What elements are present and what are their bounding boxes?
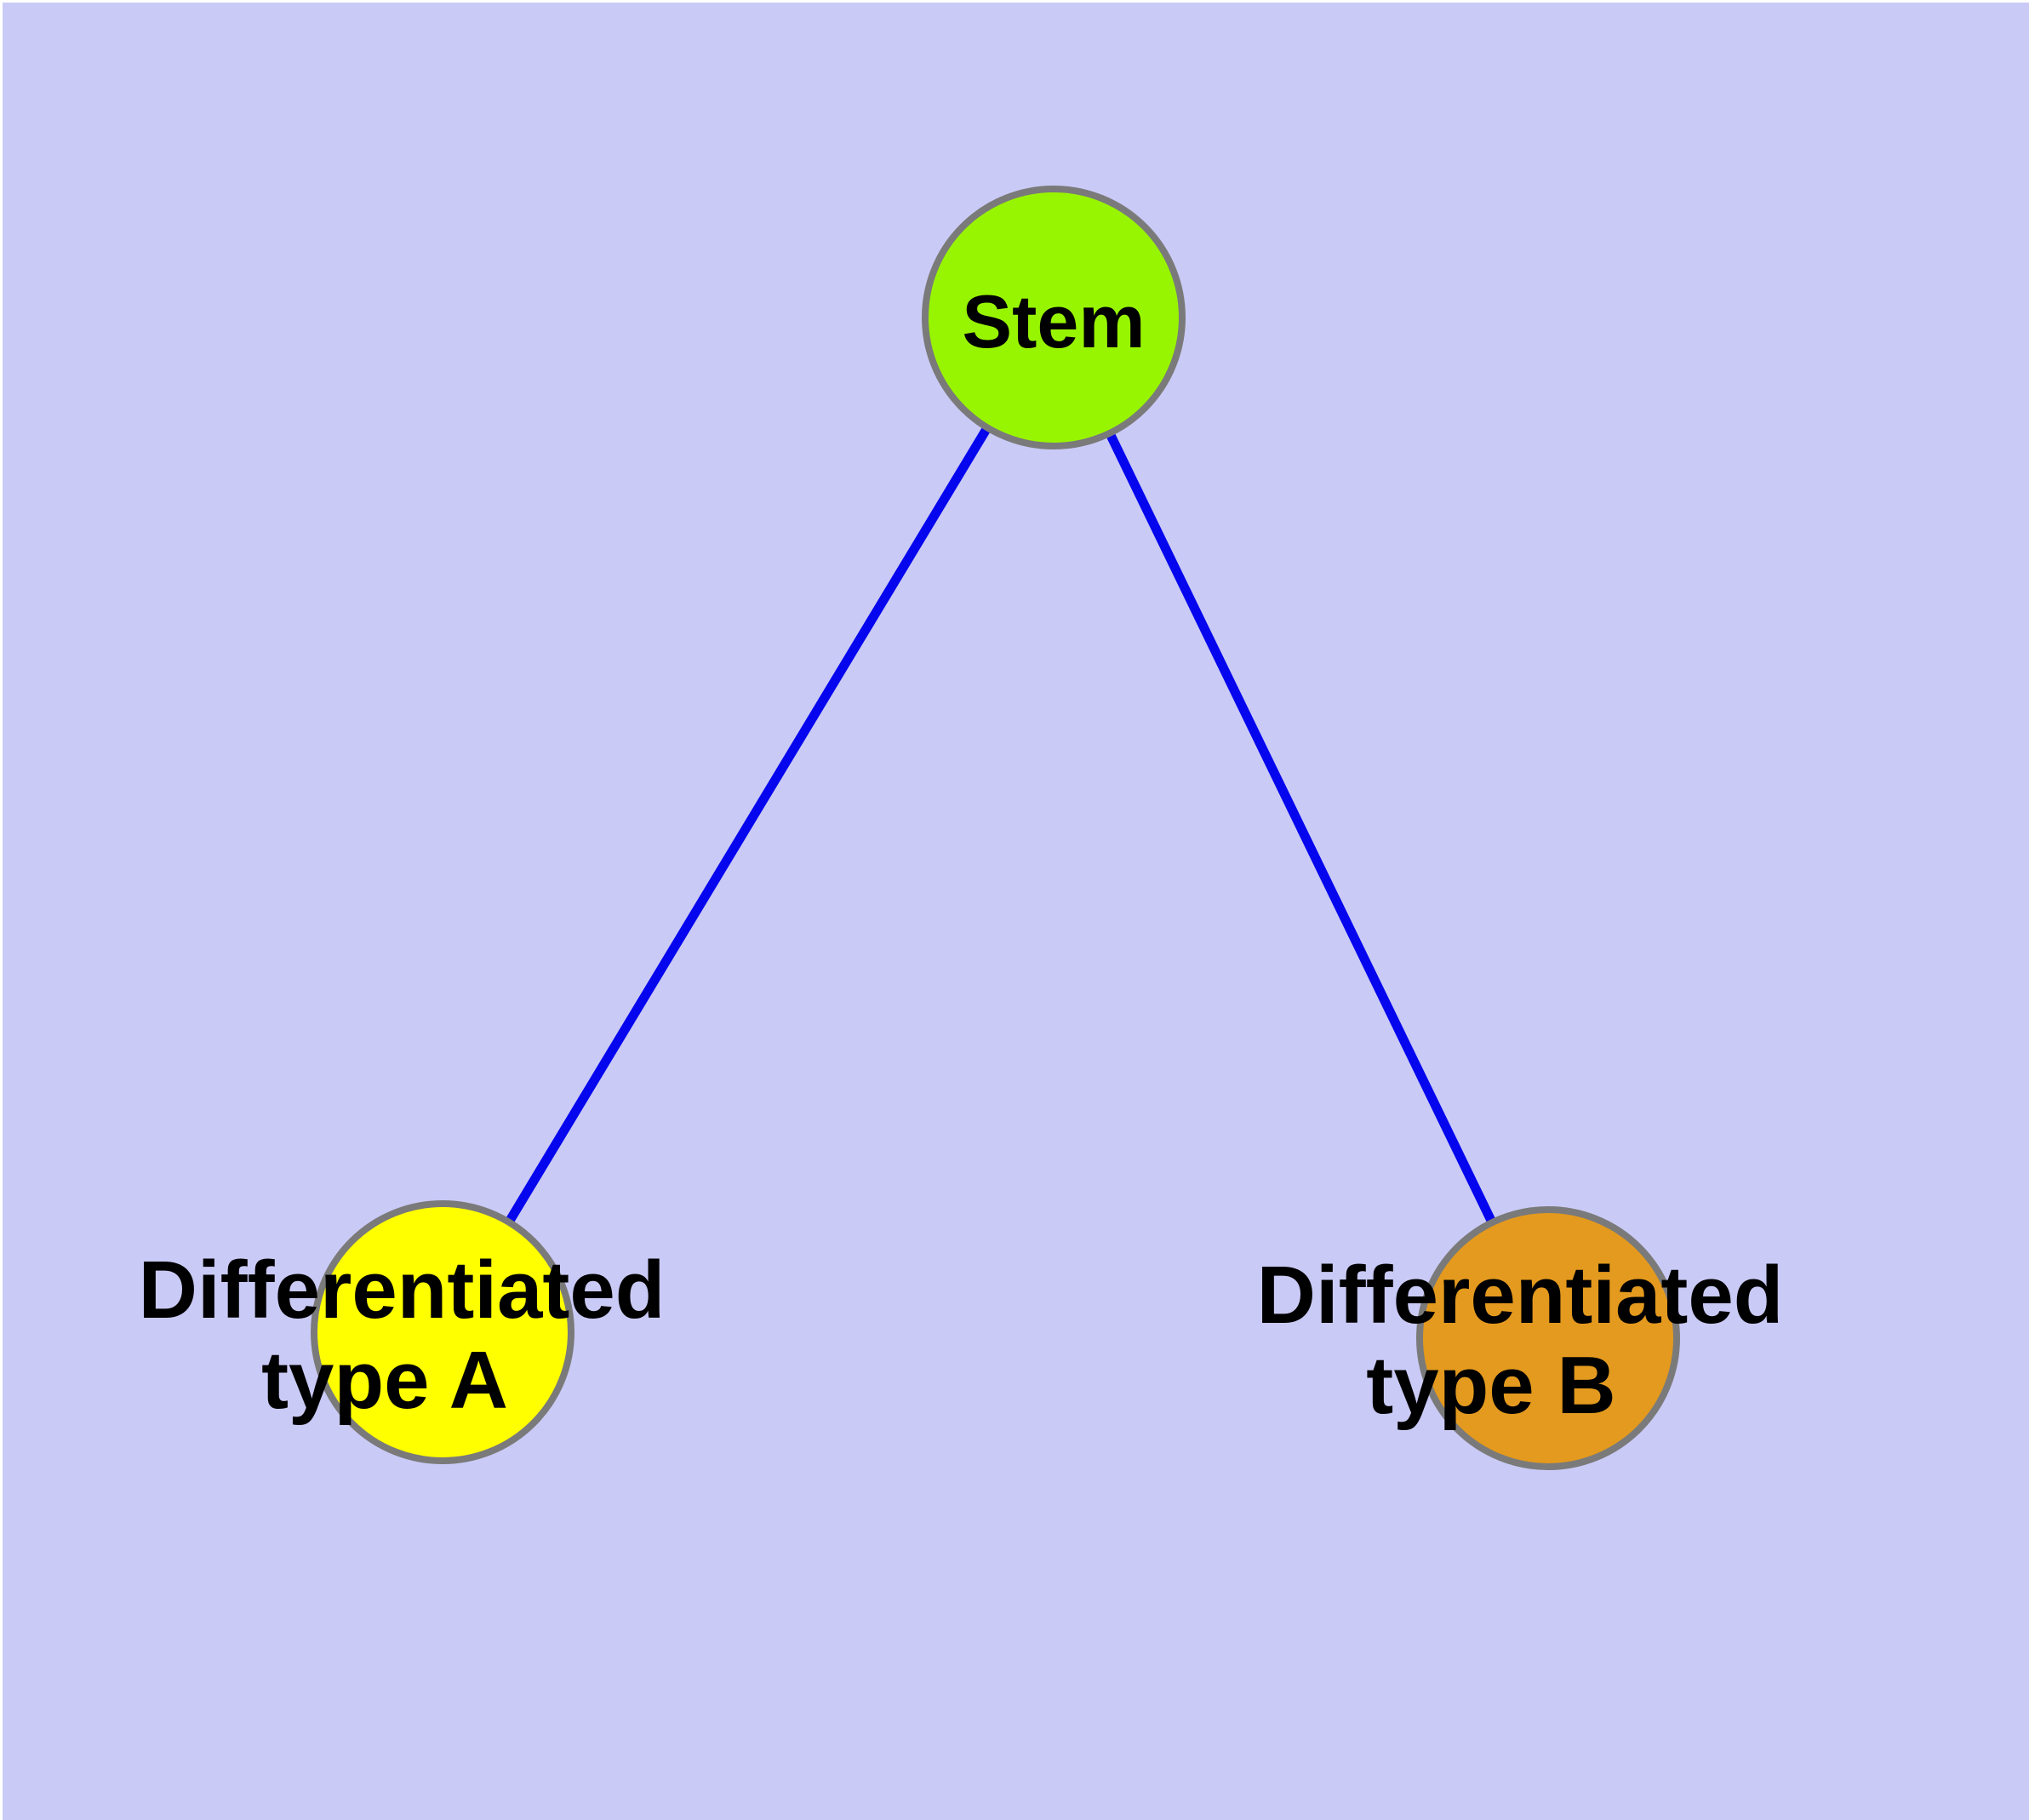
edge-stem-to-type-a xyxy=(438,315,1058,1335)
edge-stem-to-type-b xyxy=(1049,315,1552,1341)
canvas-left-margin xyxy=(0,0,3,1820)
type-b-node-label-line2: type B xyxy=(1366,1340,1615,1431)
canvas-top-margin xyxy=(0,0,2029,3)
type-a-node-label-line2: type A xyxy=(261,1335,508,1426)
stem-node-circle xyxy=(922,186,1186,449)
type-a-node-circle xyxy=(311,1200,574,1464)
type-a-node-label-line1: Differentiated xyxy=(139,1245,666,1336)
type-b-node-circle xyxy=(1416,1206,1680,1470)
type-b-node-label-line1: Differentiated xyxy=(1257,1250,1784,1341)
stem-node-label: Stem xyxy=(962,279,1145,363)
